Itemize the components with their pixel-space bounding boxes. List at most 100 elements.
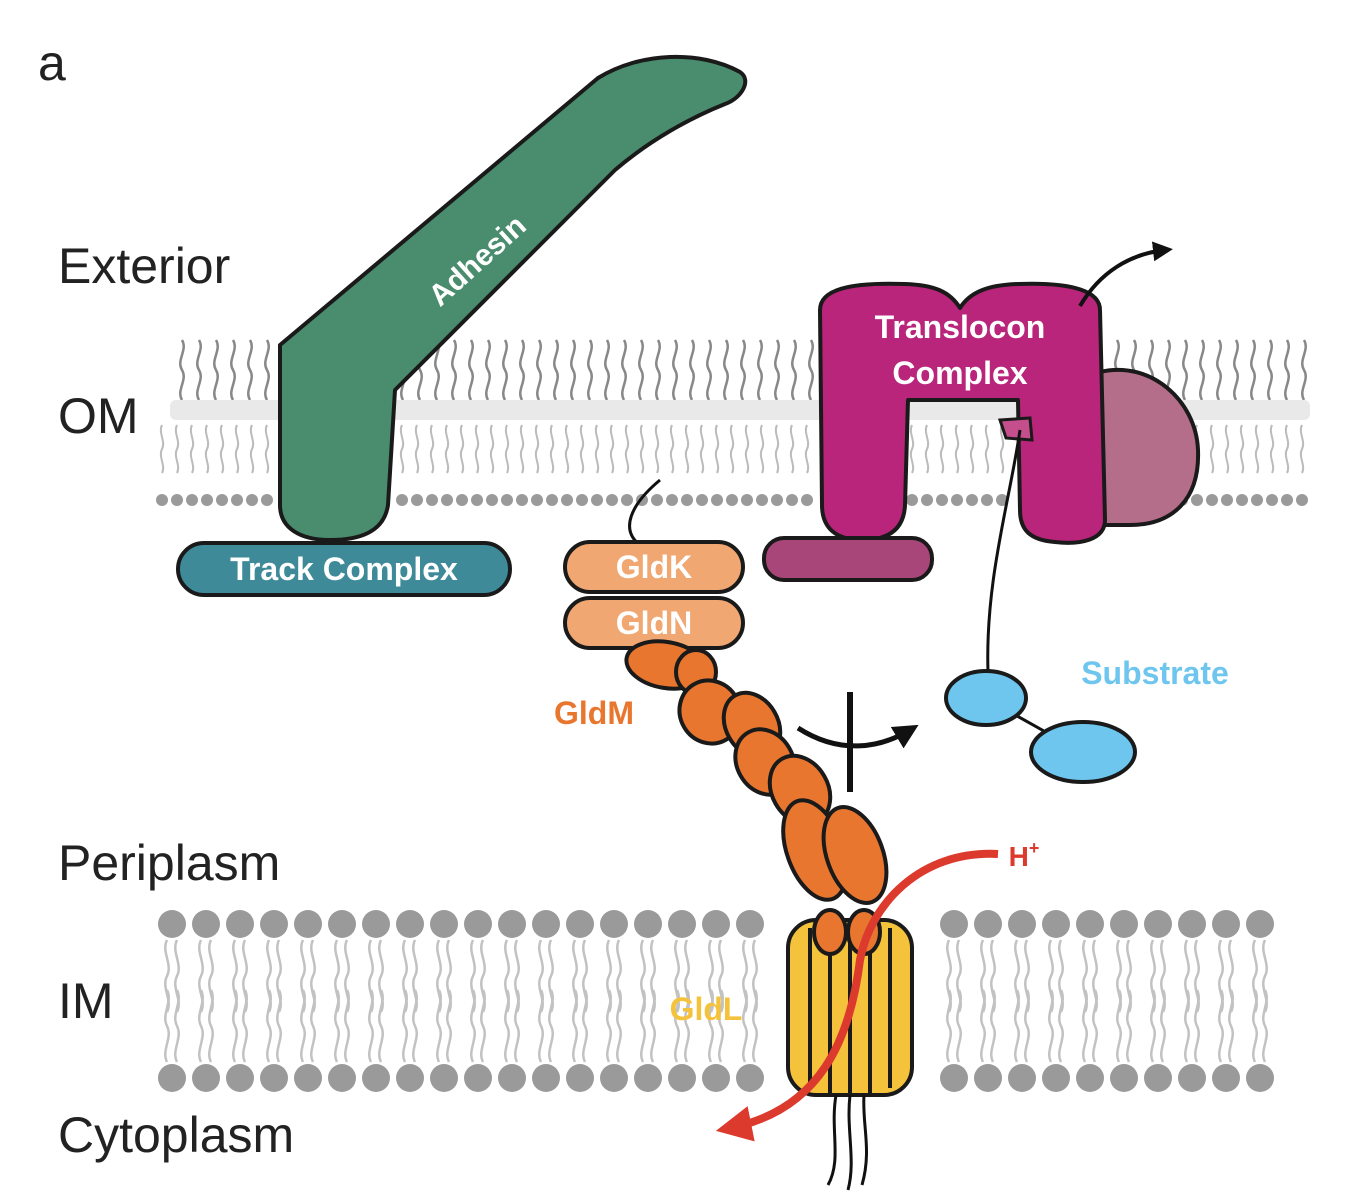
om-inner-tail [429,424,435,474]
om-inner-head [531,494,543,506]
om-inner-head [216,494,228,506]
im-tail [1082,989,1088,1063]
om-inner-tail [939,424,945,474]
im-head-bottom [192,1064,220,1092]
gldl-label: GldL [670,991,743,1027]
im-head-top [396,910,424,938]
om-inner-head [771,494,783,506]
om-inner-head [486,494,498,506]
im-tail [582,989,588,1063]
om-inner-head [231,494,243,506]
om-inner-tail [174,424,180,474]
im-head-bottom [736,1064,764,1092]
gldm-shape [624,639,889,905]
im-tail [504,989,510,1063]
im-head-top [974,910,1002,938]
im-tail [684,989,690,1063]
im-tail [242,989,248,1063]
im-head-top [464,910,492,938]
im-head-top [1008,910,1036,938]
om-inner-head [906,494,918,506]
om-inner-head [1266,494,1278,506]
om-inner-tail [714,424,720,474]
om-inner-tail [564,424,570,474]
inner-membrane [158,910,1274,1092]
im-tail [718,989,724,1063]
im-tail [378,989,384,1063]
om-lipid-tail [536,339,542,401]
im-tail [956,989,962,1063]
im-tail [616,989,622,1063]
im-tail [368,989,374,1063]
om-inner-tail [519,424,525,474]
om-lipid-tail [485,339,491,401]
om-lipid-tail [740,339,746,401]
om-inner-tail [1254,424,1260,474]
region-label-exterior: Exterior [58,238,230,294]
om-inner-head [1221,494,1233,506]
om-inner-head [546,494,558,506]
om-inner-tail [729,424,735,474]
om-inner-tail [1269,424,1275,474]
om-inner-head [156,494,168,506]
im-head-top [1110,910,1138,938]
im-tail [232,989,238,1063]
om-inner-tail [474,424,480,474]
im-tail [1184,989,1190,1063]
im-tail [708,989,714,1063]
om-inner-tail [774,424,780,474]
im-head-top [600,910,628,938]
im-tail [1160,989,1166,1063]
om-inner-head [1191,494,1203,506]
substrate-domain-1 [944,669,1028,727]
om-inner-tail [624,424,630,474]
proton-charge: + [1029,838,1040,858]
im-tail [266,989,272,1063]
om-inner-head [501,494,513,506]
im-head-bottom [1144,1064,1172,1092]
im-head-top [1076,910,1104,938]
translocon-base-shape [762,536,934,582]
om-lipid-tail [655,339,661,401]
om-inner-tail [579,424,585,474]
om-lipid-tail [1267,339,1273,401]
im-head-bottom [226,1064,254,1092]
om-inner-head [426,494,438,506]
im-tail [1262,989,1268,1063]
om-lipid-tail [502,339,508,401]
om-lipid-tail [1284,339,1290,401]
region-label-om: OM [58,388,139,444]
om-inner-tail [684,424,690,474]
om-lipid-tails [179,339,1307,401]
om-lipid-tail [604,339,610,401]
om-inner-head [1296,494,1308,506]
om-lipid-tail [570,339,576,401]
om-lipid-tail [774,339,780,401]
om-inner-head [261,494,273,506]
om-lipid-tail [1216,339,1222,401]
om-inner-tail [654,424,660,474]
im-head-bottom [396,1064,424,1092]
om-inner-head [921,494,933,506]
proton-flow-arrow [715,849,999,1142]
im-tail [198,989,204,1063]
om-inner-head [786,494,798,506]
im-tail [514,989,520,1063]
im-head-top [226,910,254,938]
om-inner-tail [1239,424,1245,474]
im-tail [572,989,578,1063]
om-lipid-tail [808,339,814,401]
im-tail [174,989,180,1063]
track-complex-shape [176,541,512,597]
im-lipid-bilayer [158,910,1274,1092]
im-tail [990,989,996,1063]
im-head-bottom [1008,1064,1036,1092]
om-inner-tail [1284,424,1290,474]
om-inner-head [471,494,483,506]
om-lipid-tail [791,339,797,401]
om-inner-tail [699,424,705,474]
im-head-bottom [940,1064,968,1092]
im-head-top [702,910,730,938]
om-inner-tail [489,424,495,474]
om-inner-tail [534,424,540,474]
